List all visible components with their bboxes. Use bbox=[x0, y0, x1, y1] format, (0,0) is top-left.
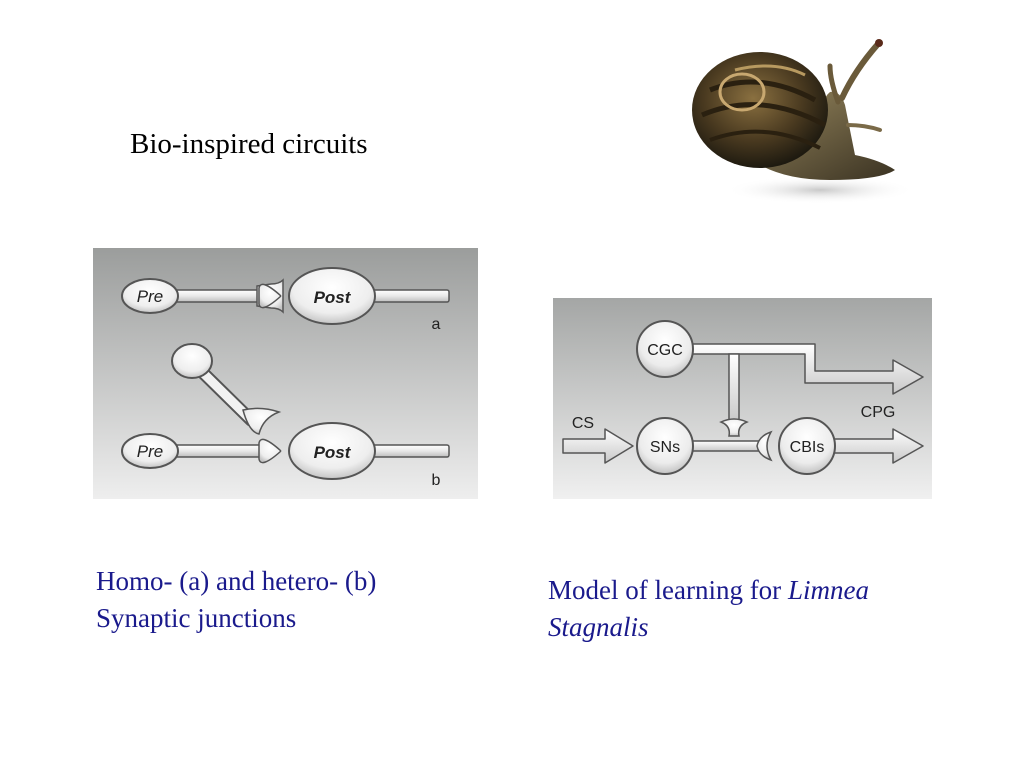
left-caption: Homo- (a) and hetero- (b) Synaptic junct… bbox=[96, 563, 476, 638]
cbis-label: CBIs bbox=[790, 439, 825, 456]
cs-label: CS bbox=[572, 415, 594, 432]
left-caption-line1: Homo- (a) and hetero- (b) bbox=[96, 566, 377, 596]
panel-label-b: b bbox=[432, 472, 441, 489]
right-caption-plain: Model of learning for bbox=[548, 575, 788, 605]
post-label-b: Post bbox=[314, 443, 352, 462]
slide-title: Bio-inspired circuits bbox=[130, 128, 368, 160]
right-caption-species-genus: Limnea bbox=[787, 575, 869, 605]
snail-photo bbox=[680, 30, 920, 210]
right-caption-species-name: Stagnalis bbox=[548, 612, 649, 643]
sns-label: SNs bbox=[650, 439, 680, 456]
panel-label-a: a bbox=[432, 316, 441, 333]
synaptic-junctions-diagram: Pre Post a Pre Post b bbox=[93, 248, 478, 499]
learning-model-diagram: CGC CPG CS SNs CBIs bbox=[553, 298, 932, 499]
homo-synapse-a bbox=[121, 267, 450, 325]
pre-label-a: Pre bbox=[137, 287, 163, 306]
cpg-label: CPG bbox=[861, 404, 896, 421]
cgc-label: CGC bbox=[647, 342, 683, 359]
right-caption: Model of learning for Limnea Stagnalis bbox=[548, 572, 988, 647]
pre-label-b: Pre bbox=[137, 442, 163, 461]
post-label-a: Post bbox=[314, 288, 352, 307]
left-caption-line2: Synaptic junctions bbox=[96, 603, 297, 634]
hetero-synapse-b bbox=[121, 343, 450, 480]
